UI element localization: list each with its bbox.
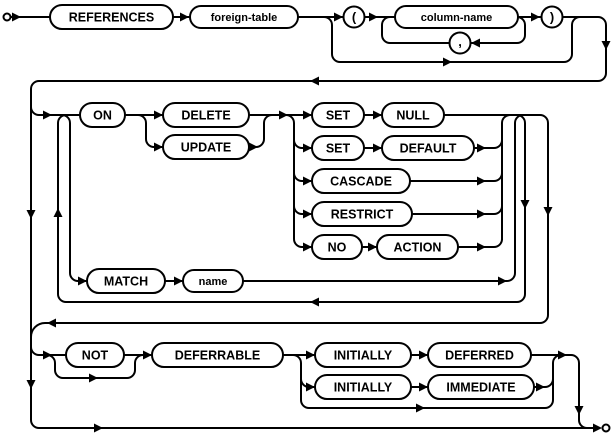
node-restrict: RESTRICT	[311, 201, 413, 227]
node-column-name-shape	[394, 5, 519, 29]
track-comma-loop	[381, 16, 526, 44]
node-restrict-label: RESTRICT	[331, 208, 394, 222]
node-update-shape	[162, 134, 250, 160]
node-deferred: DEFERRED	[427, 342, 532, 368]
node-immediate-shape	[427, 374, 535, 400]
node-set-default-set-shape	[311, 135, 365, 161]
node-default: DEFAULT	[381, 135, 475, 161]
node-action-label: ACTION	[394, 241, 442, 255]
node-on-shape	[79, 102, 126, 128]
node-cascade: CASCADE	[311, 168, 411, 194]
node-match-label: MATCH	[104, 275, 148, 289]
node-comma-shape	[448, 31, 472, 55]
node-deferrable-shape	[151, 342, 284, 368]
node-name: name	[182, 269, 244, 293]
node-foreign-table-shape	[189, 5, 299, 29]
node-set-null-set-shape	[311, 102, 365, 128]
node-set-default-set: SET	[311, 135, 365, 161]
node-open-paren: (	[342, 5, 366, 29]
node-column-name-label: column-name	[421, 12, 493, 24]
node-no-label: NO	[328, 241, 347, 255]
node-references-shape	[49, 4, 174, 30]
node-set-null-set: SET	[311, 102, 365, 128]
node-immediate: IMMEDIATE	[427, 374, 535, 400]
node-delete-shape	[162, 102, 250, 128]
node-initially-deferred-initially-shape	[314, 342, 412, 368]
node-action: ACTION	[376, 234, 459, 260]
start-terminal-dot	[2, 12, 12, 22]
node-immediate-label: IMMEDIATE	[446, 381, 515, 395]
node-not-shape	[65, 342, 125, 368]
node-close-paren: )	[540, 5, 564, 29]
node-open-paren-shape	[342, 5, 366, 29]
node-initially-deferred-initially: INITIALLY	[314, 342, 412, 368]
node-default-shape	[381, 135, 475, 161]
node-null-label: NULL	[396, 109, 430, 123]
node-deferred-shape	[427, 342, 532, 368]
node-close-paren-shape	[540, 5, 564, 29]
node-deferred-label: DEFERRED	[445, 349, 514, 363]
node-cascade-label: CASCADE	[330, 175, 392, 189]
node-match-shape	[86, 268, 166, 294]
node-initially-immediate-initially: INITIALLY	[314, 374, 412, 400]
node-on-label: ON	[93, 109, 112, 123]
node-open-paren-label: (	[352, 10, 357, 25]
node-delete-label: DELETE	[181, 109, 230, 123]
track-repeat-loop-and-exit	[30, 114, 549, 338]
node-update: UPDATE	[162, 134, 250, 160]
node-delete: DELETE	[162, 102, 250, 128]
node-cascade-shape	[311, 168, 411, 194]
node-on: ON	[79, 102, 126, 128]
node-initially-immediate-initially-label: INITIALLY	[334, 381, 393, 395]
node-deferrable-label: DEFERRABLE	[175, 349, 260, 363]
node-foreign-table: foreign-table	[189, 5, 299, 29]
node-foreign-table-label: foreign-table	[211, 12, 278, 24]
node-update-label: UPDATE	[181, 141, 231, 155]
node-set-null-set-label: SET	[326, 109, 351, 123]
end-terminal-dot	[601, 423, 611, 433]
track-action-merge	[410, 114, 540, 248]
node-deferrable: DEFERRABLE	[151, 342, 284, 368]
node-close-paren-label: )	[550, 10, 554, 25]
node-name-label: name	[199, 276, 228, 288]
node-null: NULL	[381, 102, 445, 128]
node-not: NOT	[65, 342, 125, 368]
node-name-shape	[182, 269, 244, 293]
node-comma: ,	[448, 31, 472, 55]
node-set-default-set-label: SET	[326, 142, 351, 156]
node-no-shape	[311, 234, 363, 260]
node-comma-label: ,	[458, 34, 462, 49]
node-restrict-shape	[311, 201, 413, 227]
node-not-label: NOT	[82, 349, 109, 363]
node-action-shape	[376, 234, 459, 260]
node-references-label: REFERENCES	[69, 11, 154, 25]
node-no: NO	[311, 234, 363, 260]
node-initially-deferred-initially-label: INITIALLY	[334, 349, 393, 363]
node-initially-immediate-initially-shape	[314, 374, 412, 400]
node-column-name: column-name	[394, 5, 519, 29]
node-null-shape	[381, 102, 445, 128]
node-default-label: DEFAULT	[400, 142, 457, 156]
node-references: REFERENCES	[49, 4, 174, 30]
node-match: MATCH	[86, 268, 166, 294]
